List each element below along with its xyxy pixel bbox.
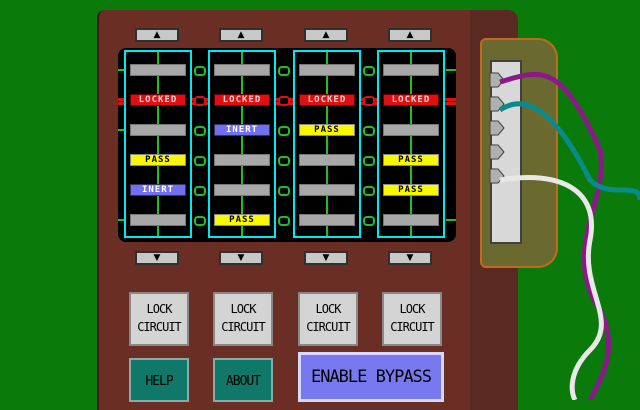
circuit-link bbox=[363, 126, 375, 136]
down-arrow-icon: ▼ bbox=[322, 253, 330, 263]
circuit-cell-empty bbox=[299, 154, 355, 166]
lock-label-line1: LOCK bbox=[230, 302, 257, 316]
circuit-column-2: LOCKED INERT PASS bbox=[208, 50, 276, 238]
circuit-link bbox=[363, 186, 375, 196]
circuit-cell-locked: LOCKED bbox=[383, 94, 439, 106]
circuit-column-3: LOCKED PASS bbox=[293, 50, 361, 238]
vertical-wire bbox=[241, 52, 243, 236]
lock-circuit-button-2[interactable]: LOCK CIRCUIT bbox=[213, 292, 273, 346]
column-1-down-button[interactable]: ▼ bbox=[135, 251, 179, 265]
circuit-link bbox=[363, 156, 375, 166]
edge-wire bbox=[118, 129, 124, 131]
circuit-cell-locked: LOCKED bbox=[214, 94, 270, 106]
lock-label-line1: LOCK bbox=[315, 302, 342, 316]
lock-label-line2: CIRCUIT bbox=[137, 320, 182, 334]
down-arrow-icon: ▼ bbox=[406, 253, 414, 263]
circuit-cell-empty bbox=[299, 64, 355, 76]
lock-label-line1: LOCK bbox=[399, 302, 426, 316]
help-button[interactable]: HELP bbox=[129, 358, 189, 402]
lock-label-line2: CIRCUIT bbox=[390, 320, 435, 334]
circuit-link bbox=[278, 186, 290, 196]
circuit-cell-empty bbox=[383, 124, 439, 136]
circuit-link bbox=[363, 66, 375, 76]
circuit-link bbox=[363, 216, 375, 226]
circuit-link bbox=[278, 126, 290, 136]
vertical-wire bbox=[326, 52, 328, 236]
cable-teal bbox=[498, 101, 640, 201]
circuit-cell-empty bbox=[383, 64, 439, 76]
locked-link bbox=[278, 96, 290, 106]
circuit-cell-locked: LOCKED bbox=[130, 94, 186, 106]
circuit-link bbox=[194, 156, 206, 166]
down-arrow-icon: ▼ bbox=[237, 253, 245, 263]
circuit-cell-empty bbox=[214, 154, 270, 166]
lock-label-line2: CIRCUIT bbox=[306, 320, 351, 334]
connector-peg bbox=[489, 120, 505, 136]
circuit-cell-pass: PASS bbox=[383, 154, 439, 166]
circuit-cell-pass: PASS bbox=[299, 124, 355, 136]
circuit-link bbox=[278, 216, 290, 226]
circuit-cell-inert: INERT bbox=[214, 124, 270, 136]
edge-wire bbox=[118, 69, 124, 71]
circuit-cell-empty bbox=[299, 184, 355, 196]
locked-link bbox=[363, 96, 375, 106]
circuit-cell-empty bbox=[130, 214, 186, 226]
circuit-cell-empty bbox=[130, 64, 186, 76]
lock-circuit-button-4[interactable]: LOCK CIRCUIT bbox=[382, 292, 442, 346]
column-1-up-button[interactable]: ▲ bbox=[135, 28, 179, 42]
vertical-wire bbox=[410, 52, 412, 236]
connector-pegs bbox=[489, 72, 505, 184]
down-arrow-icon: ▼ bbox=[153, 253, 161, 263]
up-arrow-icon: ▲ bbox=[153, 30, 161, 40]
circuit-column-4: LOCKED PASS PASS bbox=[377, 50, 445, 238]
cable-white bbox=[499, 175, 604, 400]
circuit-column-1: LOCKED PASS INERT bbox=[124, 50, 192, 238]
circuit-link bbox=[278, 156, 290, 166]
lock-circuit-button-1[interactable]: LOCK CIRCUIT bbox=[129, 292, 189, 346]
circuit-cell-pass: PASS bbox=[383, 184, 439, 196]
circuit-link bbox=[194, 186, 206, 196]
vertical-wire bbox=[157, 52, 159, 236]
cables-layer bbox=[489, 71, 640, 400]
up-arrow-icon: ▲ bbox=[406, 30, 414, 40]
locked-link bbox=[194, 96, 206, 106]
enable-bypass-button[interactable]: ENABLE BYPASS bbox=[298, 352, 444, 402]
circuit-cell-pass: PASS bbox=[130, 154, 186, 166]
column-2-up-button[interactable]: ▲ bbox=[219, 28, 263, 42]
lock-circuit-button-3[interactable]: LOCK CIRCUIT bbox=[298, 292, 358, 346]
circuit-cell-locked: LOCKED bbox=[299, 94, 355, 106]
circuit-link bbox=[194, 216, 206, 226]
circuit-link bbox=[278, 66, 290, 76]
column-4-up-button[interactable]: ▲ bbox=[388, 28, 432, 42]
column-3-down-button[interactable]: ▼ bbox=[304, 251, 348, 265]
circuit-cell-empty bbox=[130, 124, 186, 136]
circuit-cell-empty bbox=[299, 214, 355, 226]
circuit-cell-empty bbox=[214, 64, 270, 76]
circuit-cell-inert: INERT bbox=[130, 184, 186, 196]
edge-wire bbox=[118, 219, 124, 221]
column-2-down-button[interactable]: ▼ bbox=[219, 251, 263, 265]
up-arrow-icon: ▲ bbox=[322, 30, 330, 40]
circuit-link bbox=[194, 126, 206, 136]
column-3-up-button[interactable]: ▲ bbox=[304, 28, 348, 42]
up-arrow-icon: ▲ bbox=[237, 30, 245, 40]
edge-wire bbox=[446, 69, 456, 71]
lock-label-line1: LOCK bbox=[146, 302, 173, 316]
circuit-cell-pass: PASS bbox=[214, 214, 270, 226]
connector-peg bbox=[489, 144, 505, 160]
column-4-down-button[interactable]: ▼ bbox=[388, 251, 432, 265]
circuit-cell-empty bbox=[383, 214, 439, 226]
about-button[interactable]: ABOUT bbox=[213, 358, 273, 402]
lock-label-line2: CIRCUIT bbox=[221, 320, 266, 334]
edge-wire bbox=[446, 219, 456, 221]
circuit-link bbox=[194, 66, 206, 76]
circuit-cell-empty bbox=[214, 184, 270, 196]
